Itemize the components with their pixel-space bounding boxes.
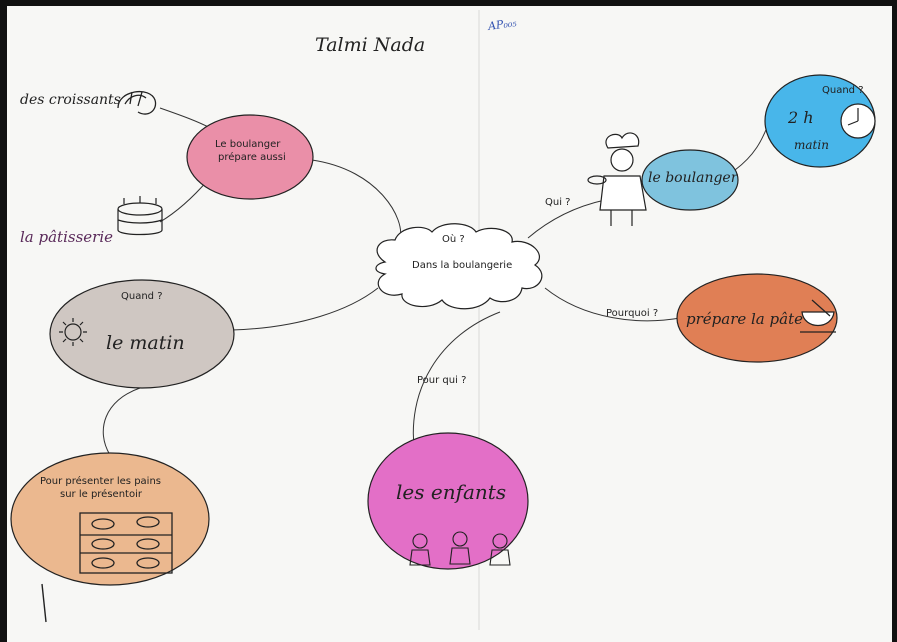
croissants-label: des croissants [20, 92, 121, 108]
node-also-ellipse [186, 114, 314, 200]
edge-label-pourquoi: Pourquoi ? [606, 308, 659, 319]
baker-drawing [587, 132, 647, 226]
center-cloud [375, 223, 543, 310]
node-baker-ellipse [641, 149, 739, 211]
center-question: Où ? [442, 234, 465, 245]
edge-qui [527, 199, 606, 239]
present-line2: sur le présentoir [60, 489, 142, 500]
morning-left-text: le matin [106, 332, 185, 354]
time-question: Quand ? [822, 85, 864, 96]
patisserie-label: la pâtisserie [20, 228, 113, 246]
node-dough-ellipse [676, 273, 838, 363]
time-line1: 2 h [788, 108, 814, 127]
present-line1: Pour présenter les pains [40, 476, 161, 487]
cake-drawing [117, 196, 163, 236]
edge-pourquoi [544, 287, 681, 322]
baker-text: le boulanger [648, 170, 738, 186]
edge-cake-also [159, 179, 209, 223]
sun-drawing [59, 318, 87, 346]
edge-also-center [311, 159, 402, 239]
student-name: Talmi Nada [315, 34, 426, 56]
page-fold [478, 10, 480, 630]
scan-border-right [892, 0, 897, 642]
edge-morning-present [102, 387, 141, 456]
dough-text: prépare la pâte [686, 310, 803, 328]
scan-border-left [0, 0, 7, 642]
also-line2: prépare aussi [218, 152, 286, 163]
center-answer: Dans la boulangerie [412, 260, 513, 271]
time-line2: matin [794, 138, 829, 152]
children-text: les enfants [396, 480, 507, 504]
edge-label-pour-qui: Pour qui ? [417, 375, 467, 386]
node-children-ellipse [367, 432, 529, 570]
pencil-stroke [41, 583, 47, 623]
bread-tray-drawing [79, 512, 173, 574]
edge-baker-time [734, 124, 769, 171]
morning-left-question: Quand ? [121, 291, 163, 302]
edge-morning-center [231, 287, 379, 331]
also-line1: Le boulanger [215, 139, 281, 150]
children-drawing [409, 531, 511, 566]
croissant-drawing [117, 90, 157, 115]
bowl-drawing [800, 299, 836, 333]
node-morning-left-ellipse [49, 279, 235, 389]
clock-drawing [840, 103, 876, 139]
edge-label-qui: Qui ? [545, 197, 571, 208]
scan-border-top [0, 0, 897, 6]
node-present-ellipse [10, 452, 210, 586]
edge-pourqui [412, 311, 501, 456]
